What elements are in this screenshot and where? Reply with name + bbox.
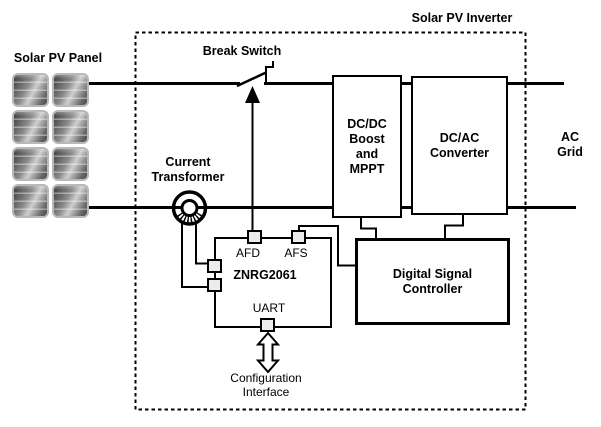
afd-pin-label: AFD xyxy=(236,246,260,260)
solar-pv-panel-label: Solar PV Panel xyxy=(13,51,103,65)
configuration-interface-label-line2: Interface xyxy=(242,385,290,399)
ct-lead-wire-1 xyxy=(181,221,208,288)
dsc-label-line: Controller xyxy=(402,281,463,296)
configuration-interface-label-line1: Configuration xyxy=(230,371,302,385)
digital-signal-controller-block: Digital Signal Controller xyxy=(355,238,510,325)
dcac-converter-block: DC/AC Converter xyxy=(411,76,508,215)
ac-grid-label: AC Grid xyxy=(540,130,600,160)
dcdc-label-line: Boost xyxy=(349,131,385,146)
chip-left-pin-2 xyxy=(207,278,222,292)
dcdc-label-line: and xyxy=(355,146,379,161)
chip-left-pin-1 xyxy=(207,259,222,273)
dcdc-to-dsc-wire xyxy=(360,217,377,239)
solar-pv-panel xyxy=(12,73,90,221)
break-switch-blade xyxy=(236,71,267,88)
pv-cell xyxy=(12,147,49,181)
inverter-dashed-border xyxy=(134,31,527,411)
current-transformer-label-line1: Current xyxy=(165,155,211,169)
afd-up-arrow-icon xyxy=(245,86,260,103)
uart-pin-label: UART xyxy=(252,301,286,315)
inverter-title-label: Solar PV Inverter xyxy=(411,11,513,25)
dcdc-label-line: DC/DC xyxy=(347,116,387,131)
current-transformer-label: Current Transformer xyxy=(138,155,238,185)
ct-inner-ring xyxy=(180,199,199,217)
dcdc-boost-mppt-block: DC/DC Boost and MPPT xyxy=(332,75,402,218)
dcac-label-line: DC/AC xyxy=(439,130,480,145)
pv-cell xyxy=(12,110,49,144)
dcdc-label-line: MPPT xyxy=(349,161,385,176)
afd-pin xyxy=(247,230,262,244)
pv-cell xyxy=(52,147,89,181)
afs-pin xyxy=(291,230,306,244)
afs-signal-wire xyxy=(298,225,356,267)
ct-lead-wire-2 xyxy=(195,222,208,265)
ct-outer-ring xyxy=(171,190,208,226)
chip-name-label: ZNRG2061 xyxy=(233,268,297,282)
ac-grid-label-line1: AC xyxy=(560,130,580,144)
afs-pin-label: AFS xyxy=(284,246,308,260)
dsc-label-line: Digital Signal xyxy=(392,266,473,281)
break-switch-label: Break Switch xyxy=(202,44,282,58)
ac-grid-label-line2: Grid xyxy=(557,145,583,159)
dcac-label-line: Converter xyxy=(429,145,490,160)
uart-double-arrow-icon xyxy=(255,331,281,374)
current-transformer-label-line2: Transformer xyxy=(151,170,225,184)
pv-cell xyxy=(52,73,89,107)
break-switch-contact-icon xyxy=(265,61,274,83)
uart-pin xyxy=(260,318,275,332)
dcac-to-dsc-wire xyxy=(444,214,464,239)
pv-cell xyxy=(52,184,89,218)
pv-cell xyxy=(52,110,89,144)
configuration-interface-label: Configuration Interface xyxy=(201,371,331,399)
pv-cell xyxy=(12,184,49,218)
pv-cell xyxy=(12,73,49,107)
